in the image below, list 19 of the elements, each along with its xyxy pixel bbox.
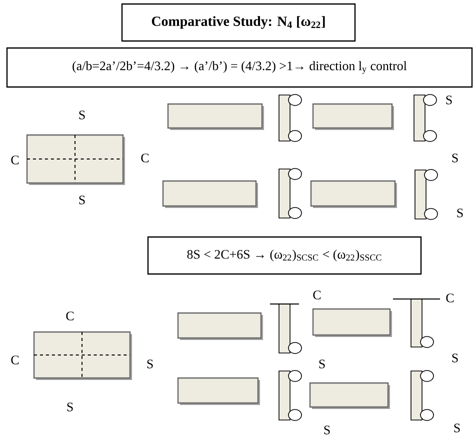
boundary-condition-label: C: [11, 156, 19, 164]
boundary-condition-label: S: [319, 360, 325, 368]
boundary-condition-label: C: [66, 312, 74, 320]
formula-box: 8S < 2C+6S → (ω$_{22}$)$_{SCSC}$ < (ω$_{22}$)$_{SSCC}$: [147, 236, 422, 275]
boundary-condition-label: S: [67, 402, 73, 412]
boundary-condition-label: S: [452, 154, 458, 162]
boundary-condition-label: S: [147, 360, 153, 368]
boundary-condition-label: C: [313, 290, 321, 300]
boundary-condition-label: S: [324, 426, 330, 434]
boundary-condition-label: S: [79, 196, 85, 204]
boundary-condition-label: S: [454, 424, 460, 432]
boundary-condition-label: S: [452, 354, 458, 362]
formula-box: (a/b=2a’/2b’=4/3.2) → (a’/b’) = (4/3.2) >1→ direction l$_{y}$ control: [6, 47, 473, 88]
title-box: Comparative Study: N$_{4}$ [ω$_{22}$]: [121, 3, 356, 42]
boundary-condition-label: C: [446, 294, 454, 302]
boundary-condition-label: S: [457, 208, 463, 218]
boundary-condition-label: S: [79, 110, 85, 120]
boundary-condition-label: C: [11, 356, 19, 364]
boundary-condition-label: C: [141, 154, 149, 162]
